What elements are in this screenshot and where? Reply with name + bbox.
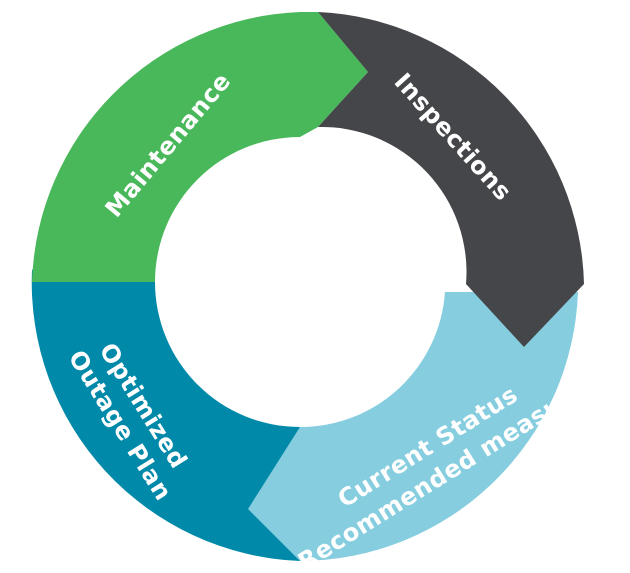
segment-current-status (248, 292, 578, 561)
segment-inspections (318, 12, 584, 347)
segment-outage-plan (31, 230, 301, 561)
segment-maintenance (32, 12, 368, 282)
